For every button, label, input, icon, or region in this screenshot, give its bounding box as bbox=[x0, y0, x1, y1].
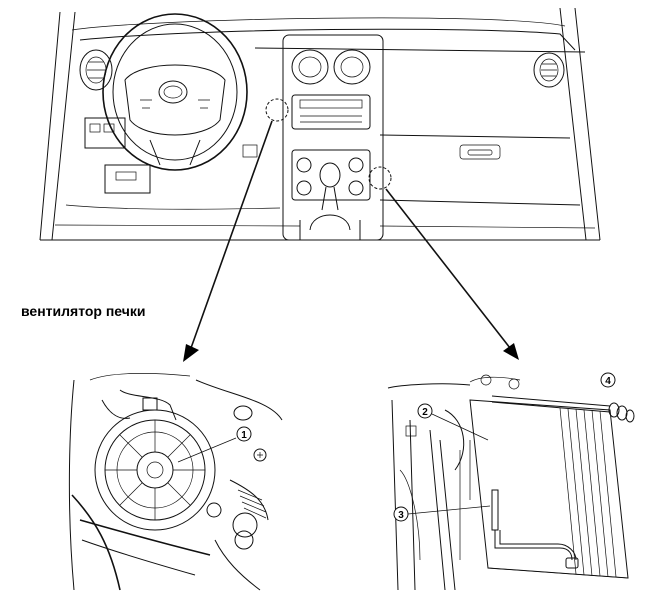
callout-4: 4 bbox=[600, 372, 616, 388]
dashboard-overview bbox=[39, 7, 601, 241]
sensor-detail-panel: 2 3 4 bbox=[387, 372, 635, 591]
callout-1: 1 bbox=[236, 426, 252, 442]
svg-text:1: 1 bbox=[241, 430, 247, 441]
svg-text:3: 3 bbox=[398, 510, 404, 521]
left-arrow-head bbox=[183, 344, 199, 362]
blower-detail-panel: 1 bbox=[68, 373, 283, 591]
callout-2: 2 bbox=[417, 403, 433, 419]
blower-fan bbox=[94, 409, 216, 531]
svg-text:2: 2 bbox=[422, 407, 428, 418]
svg-text:4: 4 bbox=[605, 376, 611, 387]
right-air-vent bbox=[533, 52, 565, 88]
steering-wheel bbox=[102, 13, 248, 171]
blower-location-marker bbox=[265, 98, 289, 122]
sensor-location-marker bbox=[368, 166, 392, 190]
left-switch-panel bbox=[84, 117, 258, 194]
left-air-vent bbox=[79, 49, 113, 91]
glovebox bbox=[459, 144, 501, 160]
pointer-arrows bbox=[183, 120, 519, 362]
blower-caption: вентилятор печки bbox=[21, 303, 146, 319]
right-arrow-head bbox=[503, 343, 519, 360]
callout-3: 3 bbox=[393, 506, 409, 522]
center-stack bbox=[282, 34, 384, 241]
intake-sensor bbox=[491, 489, 579, 569]
evaporator-core bbox=[469, 399, 629, 579]
